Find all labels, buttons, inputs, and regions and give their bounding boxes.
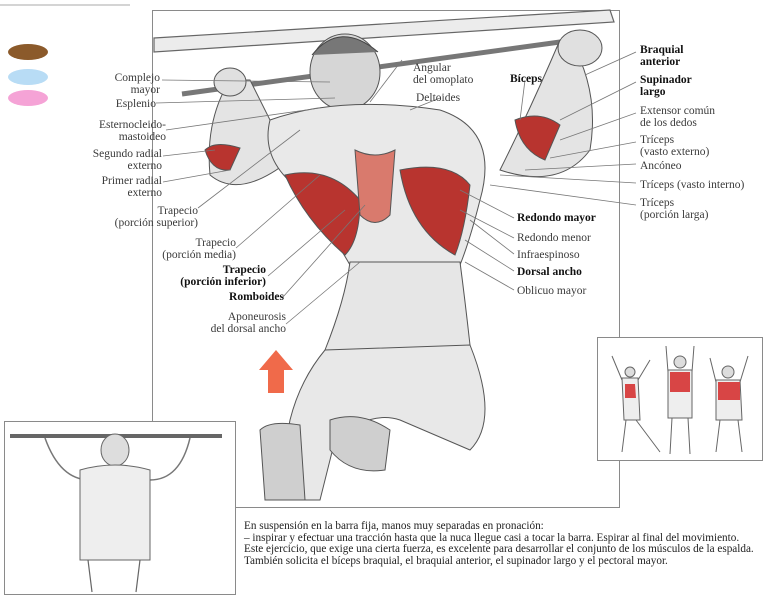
label-deltoides: Deltoides [416,92,460,104]
label-oblicuo-mayor: Oblicuo mayor [517,285,586,297]
label-trapecio-inferior: Trapecio (porción inferior) [180,264,266,288]
small-figure-2 [666,346,694,454]
caption-line-3: Este ejercicio, que exige una cierta fue… [244,544,764,567]
label-segundo-radial-externo: Segundo radial externo [93,148,162,172]
label-esternocleidomastoideo: Esternocleido- mastoideo [99,119,166,143]
label-infraespinoso: Infraespinoso [517,249,580,261]
caption-line-1: En suspensión en la barra fija, manos mu… [244,521,764,533]
label-redondo-menor: Redondo menor [517,232,591,244]
label-braquial-anterior: Braquial anterior [640,44,683,68]
label-dorsal-ancho: Dorsal ancho [517,266,582,278]
label-complejo-mayor: Complejo mayor [115,72,160,96]
label-supinador-largo: Supinador largo [640,74,692,98]
label-trapecio-superior: Trapecio (porción superior) [115,205,198,229]
label-triceps-vasto-externo: Tríceps (vasto externo) [640,134,709,158]
label-triceps-vasto-interno: Tríceps (vasto interno) [640,179,744,191]
label-anconeo: Ancóneo [640,160,682,172]
exercise-description: En suspensión en la barra fija, manos mu… [244,521,764,567]
label-primer-radial-externo: Primer radial externo [102,175,162,199]
label-angular-omoplato: Angular del omoplato [413,62,473,86]
label-extensor-comun: Extensor común de los dedos [640,105,715,129]
label-triceps-porcion-larga: Tríceps (porción larga) [640,197,708,221]
small-figure-1 [612,356,660,452]
label-romboides: Romboides [229,291,284,303]
label-trapecio-media: Trapecio (porción media) [162,237,236,261]
label-aponeurosis-dorsal: Aponeurosis del dorsal ancho [211,311,286,335]
label-redondo-mayor: Redondo mayor [517,212,596,224]
label-biceps: Bíceps [510,73,542,85]
label-esplenio: Esplenio [116,98,156,110]
small-figure-3 [710,356,748,452]
